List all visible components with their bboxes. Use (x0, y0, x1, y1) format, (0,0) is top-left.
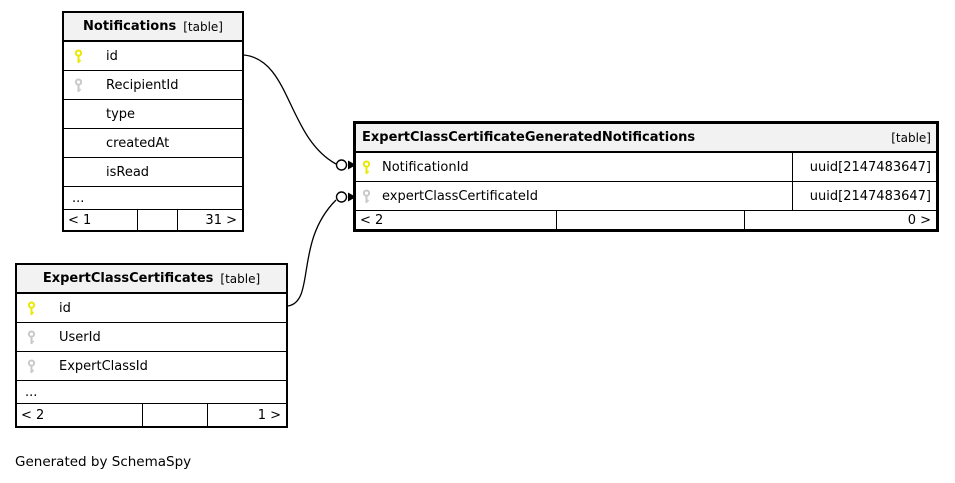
column-row-userid[interactable]: UserId (17, 323, 286, 352)
column-row-expertclasscertificateid[interactable]: expertClassCertificateId uuid[2147483647… (356, 182, 936, 211)
column-row-id[interactable]: id (17, 294, 286, 323)
column-row-expertclassid[interactable]: ExpertClassId (17, 352, 286, 381)
relationship-pager: < 2 0 > (356, 211, 936, 229)
column-row-id[interactable]: id (64, 42, 242, 71)
table-header-notifications[interactable]: Notifications [table] (64, 13, 242, 42)
table-title: ExpertClassCertificateGeneratedNotificat… (362, 130, 696, 145)
primary-key-icon (27, 300, 59, 316)
column-type: uuid[2147483647] (792, 153, 936, 181)
table-node-expertclasscertificates[interactable]: ExpertClassCertificates [table] id (15, 263, 288, 428)
pager-spacer (557, 211, 745, 229)
table-tag: [table] (891, 130, 931, 145)
primary-key-icon (362, 159, 382, 175)
foreign-key-icon (27, 358, 59, 374)
table-header-generated[interactable]: ExpertClassCertificateGeneratedNotificat… (356, 124, 936, 153)
pager-prev-count: < 2 (17, 404, 143, 426)
pager-spacer (143, 404, 208, 426)
hidden-columns-ellipsis: ... (17, 381, 286, 404)
column-name: ExpertClassId (59, 358, 148, 374)
pager-spacer (138, 210, 178, 230)
primary-key-icon (74, 48, 106, 64)
table-tag: [table] (220, 271, 261, 286)
column-name: type (106, 106, 136, 122)
column-name: id (106, 48, 118, 64)
table-title: Notifications (83, 19, 177, 34)
pager-prev-count: < 1 (64, 210, 138, 230)
pager-prev-count: < 2 (356, 211, 557, 229)
table-tag: [table] (183, 19, 223, 34)
relationship-notifications-id (243, 54, 356, 171)
column-name: NotificationId (382, 159, 469, 175)
pager-next-count: 0 > (907, 212, 931, 228)
column-name: expertClassCertificateId (382, 188, 538, 204)
foreign-key-icon (74, 77, 106, 93)
hidden-columns-ellipsis: ... (64, 187, 242, 210)
relationship-expertclasscertificates-id (287, 191, 356, 307)
column-row-isread[interactable]: isRead (64, 158, 242, 187)
pager-next-count: 1 > (257, 407, 281, 423)
generator-credit: Generated by SchemaSpy (15, 454, 192, 470)
table-title: ExpertClassCertificates (42, 271, 214, 286)
column-row-type[interactable]: type (64, 100, 242, 129)
column-row-createdat[interactable]: createdAt (64, 129, 242, 158)
column-name: RecipientId (106, 77, 179, 93)
column-type: uuid[2147483647] (792, 182, 936, 210)
foreign-key-icon (27, 329, 59, 345)
table-node-notifications[interactable]: Notifications [table] id Recipie (62, 11, 244, 232)
column-row-recipientid[interactable]: RecipientId (64, 71, 242, 100)
relationship-pager: < 2 1 > (17, 404, 286, 426)
relationship-pager: < 1 31 > (64, 210, 242, 230)
column-name: createdAt (106, 135, 170, 151)
foreign-key-icon (362, 188, 382, 204)
column-name: id (59, 300, 71, 316)
column-name: isRead (106, 164, 150, 180)
table-node-expertclasscertificategeneratednotifications[interactable]: ExpertClassCertificateGeneratedNotificat… (353, 121, 939, 232)
pager-next-count: 31 > (205, 212, 237, 228)
column-row-notificationid[interactable]: NotificationId uuid[2147483647] (356, 153, 936, 182)
table-header-certificates[interactable]: ExpertClassCertificates [table] (17, 265, 286, 294)
column-name: UserId (59, 329, 101, 345)
